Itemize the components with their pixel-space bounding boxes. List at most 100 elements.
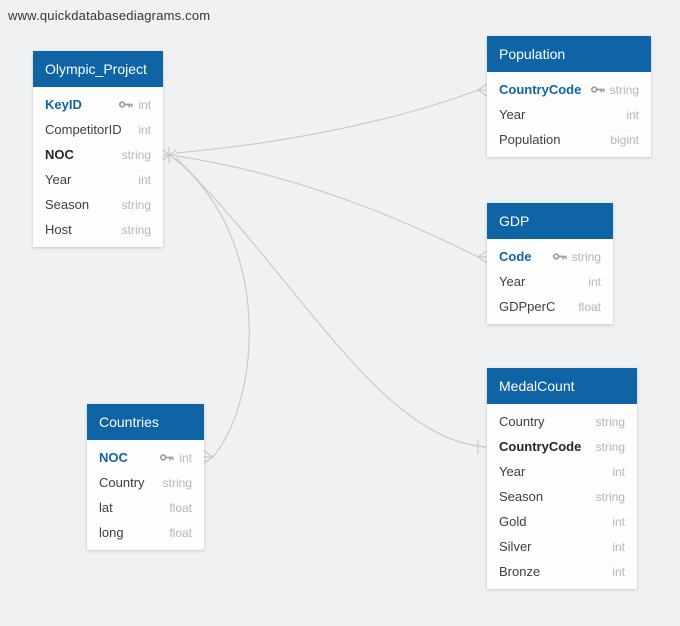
relationship-marker	[477, 89, 488, 97]
relationship-line	[175, 157, 488, 448]
field-type: string	[571, 249, 601, 264]
field-row-competitorid: CompetitorID int	[33, 117, 163, 142]
field-type: string	[595, 489, 625, 504]
key-icon	[552, 252, 567, 261]
field-meta: string	[163, 476, 192, 490]
table-header[interactable]: Population	[487, 36, 651, 72]
field-meta: string	[596, 440, 625, 454]
field-meta: int	[160, 451, 192, 465]
field-type: int	[138, 97, 151, 112]
field-meta: string	[122, 148, 151, 162]
table-title: GDP	[499, 213, 530, 229]
field-row-population: Population bigint	[487, 127, 651, 152]
table-header[interactable]: MedalCount	[487, 368, 637, 404]
field-type: float	[169, 500, 192, 515]
field-meta: bigint	[610, 133, 639, 147]
field-type: int	[612, 564, 625, 579]
field-row-season: Season string	[487, 484, 637, 509]
field-type: string	[609, 82, 639, 97]
field-row-code: Code string	[487, 244, 613, 269]
field-type: int	[138, 172, 151, 187]
watermark: www.quickdatabasediagrams.com	[8, 8, 211, 23]
field-meta: int	[612, 565, 625, 579]
relationship-line	[175, 155, 479, 258]
field-meta: int	[612, 515, 625, 529]
table-header[interactable]: Olympic_Project	[33, 51, 163, 87]
table-header[interactable]: Countries	[87, 404, 204, 440]
field-name: Season	[45, 197, 90, 212]
relationship-marker	[477, 256, 488, 264]
field-name: CountryCode	[499, 82, 582, 97]
field-meta: int	[612, 540, 625, 554]
relationship-marker	[477, 250, 488, 258]
relationship-marker	[203, 456, 214, 464]
field-type: int	[612, 539, 625, 554]
field-row-countrycode: CountryCode string	[487, 77, 651, 102]
field-name: Year	[499, 464, 526, 479]
field-name: Country	[499, 414, 545, 429]
field-row-host: Host string	[33, 217, 163, 242]
field-row-countrycode: CountryCode string	[487, 434, 637, 459]
field-name: Code	[499, 249, 532, 264]
field-meta: string	[122, 198, 151, 212]
field-name: Host	[45, 222, 72, 237]
field-name: CountryCode	[499, 439, 582, 454]
field-name: Population	[499, 132, 561, 147]
field-name: Season	[499, 489, 544, 504]
field-type: float	[169, 525, 192, 540]
field-type: string	[162, 475, 192, 490]
relationship-marker	[477, 83, 488, 91]
field-type: int	[626, 107, 639, 122]
table-title: MedalCount	[499, 378, 575, 394]
table-header[interactable]: GDP	[487, 203, 613, 239]
field-type: bigint	[610, 132, 639, 147]
field-name: Year	[45, 172, 72, 187]
field-name: CompetitorID	[45, 122, 122, 137]
relationship-marker	[162, 149, 177, 161]
field-type: string	[595, 439, 625, 454]
field-name: Gold	[499, 514, 527, 529]
field-name: Year	[499, 107, 526, 122]
field-meta: string	[596, 490, 625, 504]
field-row-season: Season string	[33, 192, 163, 217]
field-row-year: Year int	[33, 167, 163, 192]
field-row-country: Country string	[487, 409, 637, 434]
field-meta: float	[169, 501, 192, 515]
field-type: string	[121, 197, 151, 212]
field-meta: float	[169, 526, 192, 540]
table-title: Olympic_Project	[45, 61, 147, 77]
field-meta: string	[122, 223, 151, 237]
field-type: int	[179, 450, 192, 465]
field-name: GDPperC	[499, 299, 556, 314]
field-meta: string	[552, 249, 601, 264]
field-meta: string	[590, 82, 639, 97]
field-type: int	[588, 274, 601, 289]
table-title: Population	[499, 46, 566, 62]
field-type: string	[121, 222, 151, 237]
key-icon	[590, 85, 605, 94]
field-meta: int	[138, 123, 151, 137]
field-meta: int	[626, 108, 639, 122]
field-meta: int	[588, 275, 601, 289]
field-meta: string	[596, 415, 625, 429]
relationship-marker	[203, 450, 214, 458]
